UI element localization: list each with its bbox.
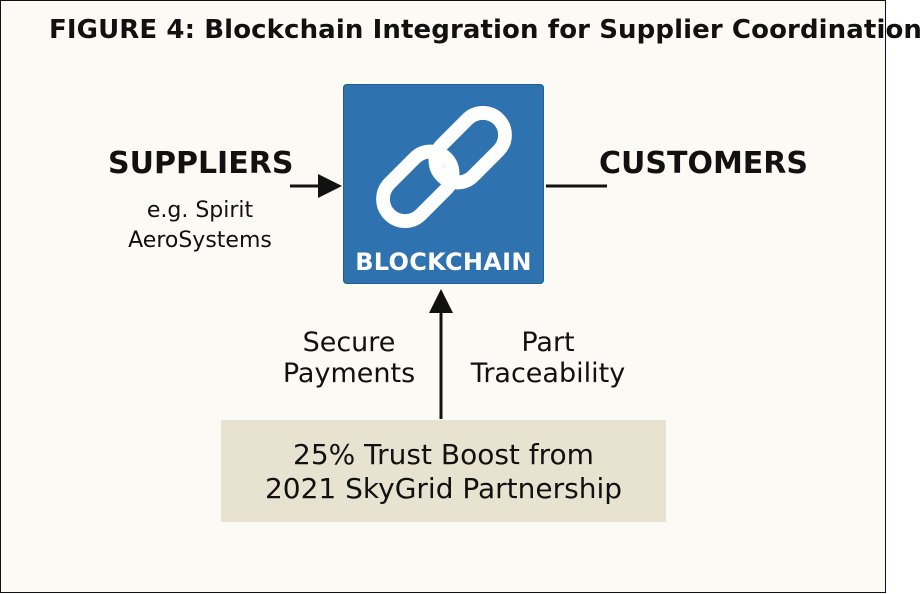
supplier-example-line-1: e.g. Spirit [146,198,254,223]
secure-payments-label: Secure Payments [269,327,429,389]
secure-payments-line-2: Payments [282,358,416,389]
figure-title: FIGURE 4: Blockchain Integration for Sup… [49,15,922,45]
secure-payments-line-1: Secure [302,327,396,358]
trust-boost-line-1: 25% Trust Boost from [293,438,594,471]
part-traceability-label: Part Traceability [453,327,643,389]
blockchain-label: BLOCKCHAIN [355,248,532,276]
trust-boost-text: 25% Trust Boost from 2021 SkyGrid Partne… [221,438,666,506]
connector-layer [290,174,607,419]
blockchain-box: BLOCKCHAIN [343,84,544,284]
chain-link-icon [376,106,512,228]
supplier-example-line-2: AeroSystems [128,228,272,253]
part-traceability-line-1: Part [521,327,575,358]
supplier-example: e.g. Spirit AeroSystems [125,196,275,256]
trust-boost-box: 25% Trust Boost from 2021 SkyGrid Partne… [221,420,666,522]
customers-label: CUSTOMERS [599,146,809,181]
suppliers-label: SUPPLIERS [108,146,294,181]
trust-boost-line-2: 2021 SkyGrid Partnership [264,472,623,505]
part-traceability-line-2: Traceability [470,358,626,389]
